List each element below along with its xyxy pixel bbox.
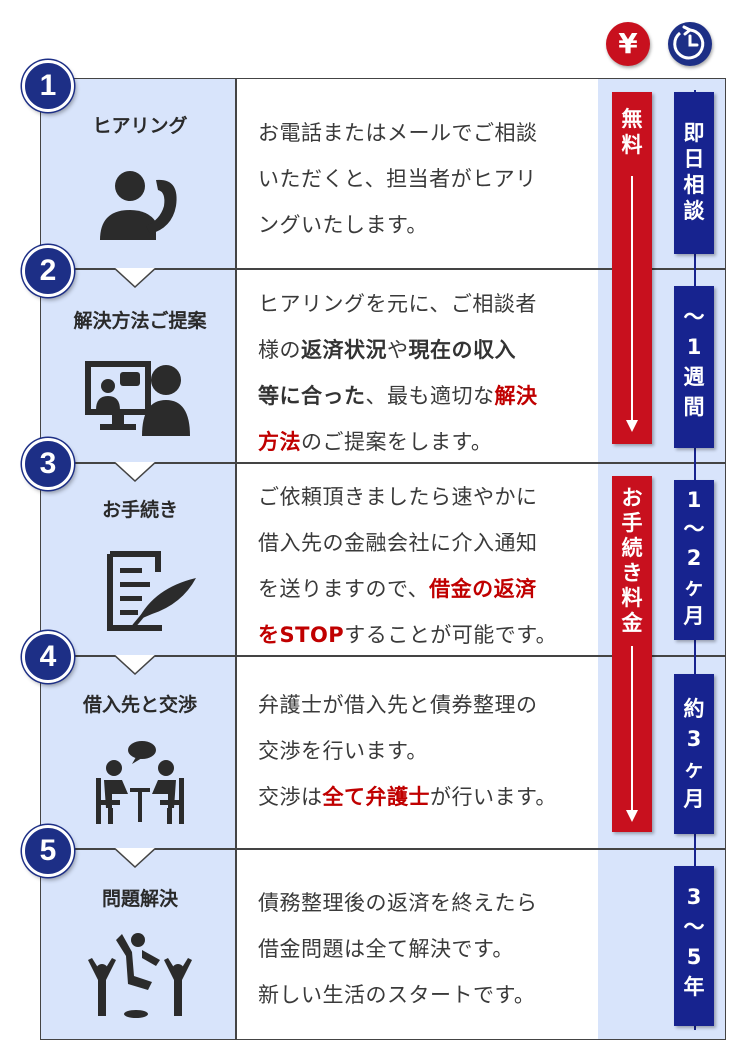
phone-person-icon (100, 171, 177, 240)
step-2-description: ヒアリングを元に、ご相談者 様の返済状況や現在の収入 等に合った、最も適切な解決… (258, 292, 538, 454)
clock-icon (668, 22, 712, 66)
step-arrow (115, 848, 155, 868)
vertical-char: 無 (621, 107, 643, 131)
step-title-1: ヒアリング (92, 115, 188, 137)
step-number-3: 3 (22, 438, 74, 490)
step-title-3: お手続き (101, 499, 178, 521)
arrow-down-icon (626, 646, 638, 822)
vertical-char: 料 (621, 586, 643, 610)
vertical-char: 5 (686, 945, 702, 969)
vertical-char: 手 (621, 511, 643, 535)
vertical-char: 週 (683, 365, 705, 389)
vertical-char: 月 (683, 604, 705, 628)
vertical-char: 日 (683, 147, 705, 171)
document-pen-icon (107, 551, 196, 631)
vertical-char: 3 (686, 885, 702, 909)
vertical-char: 〜 (683, 915, 705, 939)
arrow-down-icon (626, 176, 638, 432)
duration-three-five-years: 3 〜 5 年 (674, 866, 714, 1026)
vertical-char: お (621, 486, 643, 510)
video-consult-icon (85, 361, 190, 436)
column-divider (235, 78, 237, 1040)
vertical-char: ヶ (683, 575, 705, 599)
vertical-char: 間 (683, 395, 705, 419)
vertical-char: 相 (683, 173, 705, 197)
vertical-char: 金 (621, 611, 643, 635)
step-1-description: お電話またはメールでご相談 いただくと、担当者がヒアリ ングいたします。 (258, 121, 538, 237)
duration-same-day: 即日相談 (674, 92, 714, 254)
step-title-5: 問題解決 (101, 888, 178, 910)
row-divider (40, 655, 726, 657)
duration-one-two-months: 1 〜 2 ヶ月 (674, 480, 714, 640)
vertical-char: 1 (686, 488, 702, 512)
duration-one-week: 〜 1 週間 (674, 286, 714, 448)
row-divider (40, 268, 726, 270)
vertical-char: 1 (686, 335, 702, 359)
step-4-description: 弁護士が借入先と債券整理の 交渉を行います。 交渉は全て弁護士が行います。 (258, 693, 557, 809)
vertical-char: 3 (686, 727, 702, 751)
step-arrow (115, 462, 155, 482)
vertical-char: 〜 (683, 305, 705, 329)
vertical-char: 年 (683, 975, 705, 999)
step-3-description: ご依頼頂きましたら速やかに 借入先の金融会社に介入通知 を送りますので、借金の返… (258, 485, 558, 647)
procedure-fee-bar: お手続き料金 (612, 476, 652, 832)
step-number-4: 4 (22, 631, 74, 683)
yen-icon: ¥ (606, 22, 650, 66)
row-divider (40, 848, 726, 850)
vertical-char: 談 (683, 199, 705, 223)
vertical-char: 即 (683, 121, 705, 145)
vertical-char: き (621, 561, 643, 585)
negotiation-icon (96, 741, 184, 824)
row-divider (40, 462, 726, 464)
vertical-char: ヶ (683, 757, 705, 781)
step-arrow (115, 655, 155, 675)
step-number-1: 1 (22, 60, 74, 112)
vertical-char: 続 (621, 536, 643, 560)
vertical-char: 〜 (683, 517, 705, 541)
free-fee-bar: 無料 (612, 92, 652, 444)
step-number-5: 5 (22, 825, 74, 877)
vertical-char: 料 (621, 133, 643, 157)
vertical-char: 2 (686, 546, 702, 570)
step-arrow (115, 268, 155, 288)
step-number-2: 2 (22, 245, 74, 297)
vertical-char: 月 (683, 787, 705, 811)
step-5-description: 債務整理後の返済を終えたら 借金問題は全て解決です。 新しい生活のスタートです。 (258, 891, 538, 1007)
celebration-icon (88, 933, 192, 1018)
step-title-2: 解決方法ご提案 (73, 310, 207, 332)
duration-three-months: 約 3 ヶ月 (674, 674, 714, 834)
step-title-4: 借入先と交渉 (82, 694, 197, 716)
vertical-char: 約 (683, 697, 705, 721)
